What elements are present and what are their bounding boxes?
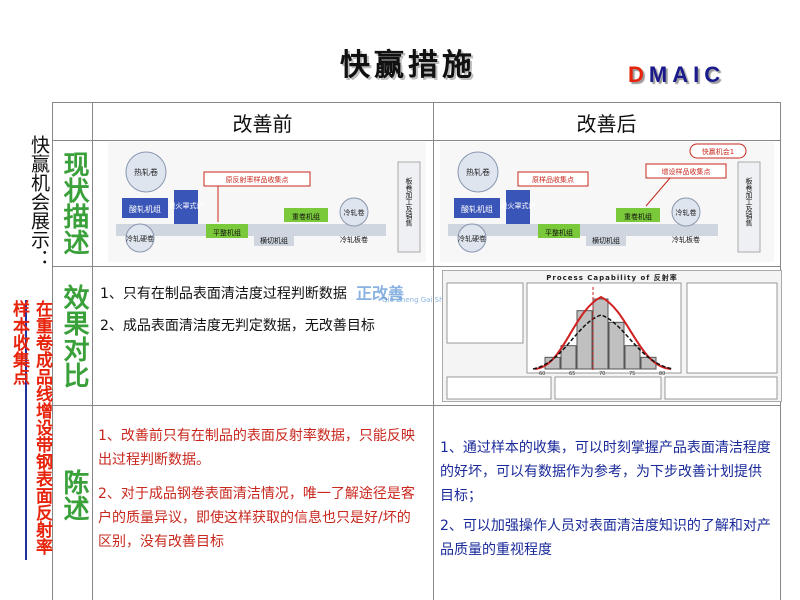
watermark-text: 正改善 <box>356 284 405 303</box>
histogram-bar <box>544 356 561 370</box>
label-cold-roll-left: 冷轧硬卷 <box>126 234 154 243</box>
histogram-bar <box>640 356 657 370</box>
effect-before-item-1: 1、只有在制品表面清洁度过程判断数据 <box>100 286 347 302</box>
left-title: 快赢机会展示： <box>28 135 50 268</box>
x-tick-label: 80 <box>659 371 665 377</box>
label-recoil: 重卷机组 <box>292 212 320 221</box>
svg-text:冷轧卷: 冷轧卷 <box>676 208 697 217</box>
left-note: 在重卷成品线增设带钢表面反射率样本收集点 <box>9 300 52 555</box>
normal-curve-overall <box>532 314 674 370</box>
column-before-heading: 改善前 <box>232 112 293 136</box>
svg-text:热轧卷: 热轧卷 <box>466 167 490 177</box>
histogram-bar <box>608 321 625 370</box>
svg-text:冷轧板卷: 冷轧板卷 <box>672 235 700 244</box>
statement-after-item-2: 2、可以加强操作人员对表面清洁度知识的了解和对产品质量的重视程度 <box>440 518 771 558</box>
label-anneal: 退火罩式炉 <box>169 201 204 210</box>
svg-text:横切机组: 横切机组 <box>592 236 620 245</box>
row-divider-1 <box>52 266 780 267</box>
svg-text:退火罩式炉: 退火罩式炉 <box>501 201 536 210</box>
label-cold-coil: 冷轧卷 <box>344 208 365 217</box>
quick-win-badge: 快赢机会1 <box>702 147 734 156</box>
statement-before-item-2: 2、对于成品钢卷表面清洁情况，唯一了解途径是客户的质量异议，即使这样获取的信息也… <box>98 486 415 550</box>
watermark-subtitle: Qiu Zheng Gai Shan <box>382 296 453 304</box>
x-tick-label: 60 <box>539 371 545 377</box>
svg-text:平整机组: 平整机组 <box>545 228 573 237</box>
middle-column-border <box>433 102 434 600</box>
statement-after-item-1: 1、通过样本的收集，可以时刻掌握产品表面清洁程度的好坏，可以有数据作为参考，为下… <box>440 440 771 504</box>
label-cold-plate: 冷轧板卷 <box>340 235 368 244</box>
label-cross-cut: 横切机组 <box>260 236 288 245</box>
histogram-bars: 60 65 70 75 80 <box>539 298 665 377</box>
dmaic-logo: DMAIC <box>628 62 726 87</box>
x-tick-label: 70 <box>599 371 605 377</box>
column-after-heading: 改善后 <box>576 112 637 136</box>
label-hot-roll: 热轧卷 <box>134 167 158 177</box>
x-tick-label: 75 <box>629 371 635 377</box>
process-diagram-after: 热轧卷 酸轧机组 退火罩式炉 冷轧硬卷 平整机组 重卷机组 横切机组 冷轧卷 冷… <box>440 142 774 262</box>
chart-title: Process Capability of 反射率 <box>546 274 678 282</box>
histogram-bar <box>560 345 577 370</box>
histogram-bar <box>592 298 609 370</box>
left-divider-bar <box>25 300 27 560</box>
process-diagram-before: 热轧卷 酸轧机组 退火罩式炉 冷轧硬卷 平整机组 重卷机组 横切机组 冷轧卷 冷… <box>108 142 426 262</box>
normal-curve-within <box>534 295 672 370</box>
svg-text:酸轧机组: 酸轧机组 <box>461 204 493 214</box>
tag-new-sample-point: 增设样品收集点 <box>662 167 711 176</box>
capability-chart-svg: 60 65 70 75 80 <box>446 282 778 400</box>
statement-before-item-1: 1、改善前只有在制品的表面反射率数据，只能反映出过程判断数据。 <box>98 428 415 468</box>
row-label-status: 现状描述 <box>59 151 89 255</box>
effect-before-item-2: 2、成品表面清洁度无判定数据，无改善目标 <box>100 318 375 334</box>
label-column-border <box>92 102 93 600</box>
tag-original-point: 原样品收集点 <box>532 175 574 184</box>
label-side-process: 板卷加工及销售 <box>405 177 413 228</box>
table-top-border <box>52 102 780 103</box>
table-left-border <box>52 102 53 600</box>
svg-text:板卷加工及销售: 板卷加工及销售 <box>745 177 753 228</box>
row-label-statement: 陈述 <box>59 469 89 521</box>
label-leveling: 平整机组 <box>213 228 241 237</box>
capability-chart: Process Capability of 反射率 60 65 70 75 80 <box>442 270 782 402</box>
svg-text:冷轧硬卷: 冷轧硬卷 <box>458 234 486 243</box>
label-pickling: 酸轧机组 <box>129 204 161 214</box>
row-divider-2 <box>52 405 780 406</box>
svg-text:重卷机组: 重卷机组 <box>624 212 652 221</box>
row-label-effect: 效果对比 <box>59 284 89 388</box>
page-title: 快赢措施 <box>340 48 476 83</box>
x-tick-label: 65 <box>569 371 575 377</box>
histogram-bar <box>624 345 641 370</box>
table-header-border <box>52 140 780 141</box>
tag-original-sample-point: 原反射率样品收集点 <box>226 175 289 184</box>
